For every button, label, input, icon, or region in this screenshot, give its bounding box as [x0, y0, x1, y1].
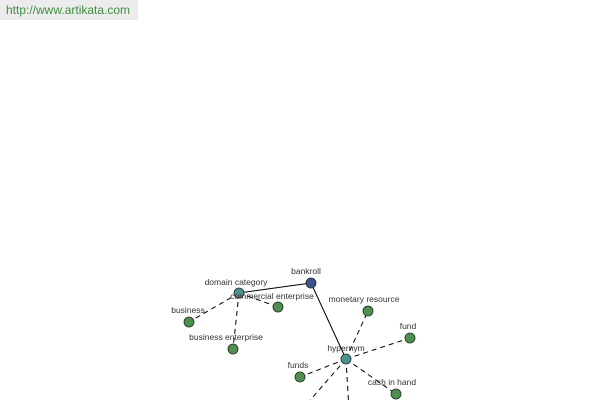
node-hypernym[interactable]: hypernym [327, 343, 365, 365]
node-label[interactable]: business [171, 305, 205, 315]
node-business[interactable]: business [171, 305, 205, 328]
node-label[interactable]: fund [400, 321, 417, 331]
node-dot[interactable] [272, 301, 284, 313]
node-dot[interactable] [404, 332, 416, 344]
source-url[interactable]: http://www.artikata.com [0, 0, 138, 20]
edge-hypernym-to-fund [345, 337, 411, 360]
node-commercial-enterprise[interactable]: commercial enterprise [230, 291, 314, 313]
node-business-enterprise[interactable]: business enterprise [189, 332, 263, 355]
edge-domain-category-to-business [188, 292, 240, 323]
node-dot[interactable] [183, 316, 195, 328]
node-label[interactable]: monetary resource [329, 294, 400, 304]
nodes-layer: bankroll domain category hypernym commercia… [171, 266, 417, 400]
node-label[interactable]: business enterprise [189, 332, 263, 342]
edge-hypernym-to-offscreen-a [309, 358, 347, 400]
edge-hypernym-to-offscreen-b [345, 358, 349, 400]
node-dot[interactable] [294, 371, 306, 383]
node-label[interactable]: commercial enterprise [230, 291, 314, 301]
node-dot[interactable] [340, 353, 352, 365]
edge-bankroll-to-domain-category [238, 282, 312, 294]
node-monetary-resource[interactable]: monetary resource [329, 294, 400, 317]
node-dot[interactable] [227, 343, 239, 355]
edge-bankroll-to-hypernym [310, 282, 347, 360]
node-dot[interactable] [362, 305, 374, 317]
node-fund[interactable]: fund [400, 321, 417, 344]
node-label[interactable]: domain category [205, 277, 269, 287]
edge-domain-category-to-commercial-enterprise [238, 292, 279, 308]
node-funds[interactable]: funds [288, 360, 309, 383]
node-cash-in-hand[interactable]: cash in hand [368, 377, 416, 400]
node-dot[interactable] [233, 287, 245, 299]
node-dot[interactable] [390, 388, 402, 400]
node-label[interactable]: cash in hand [368, 377, 416, 387]
node-label[interactable]: hypernym [327, 343, 364, 353]
edge-hypernym-to-cash-in-hand [345, 358, 397, 395]
node-label[interactable]: bankroll [291, 266, 321, 276]
node-bankroll[interactable]: bankroll [291, 266, 321, 289]
edges-layer [188, 282, 411, 400]
node-label[interactable]: funds [288, 360, 309, 370]
node-dot[interactable] [305, 277, 317, 289]
edge-domain-category-to-business-enterprise [232, 292, 240, 350]
node-domain-category[interactable]: domain category [205, 277, 269, 299]
